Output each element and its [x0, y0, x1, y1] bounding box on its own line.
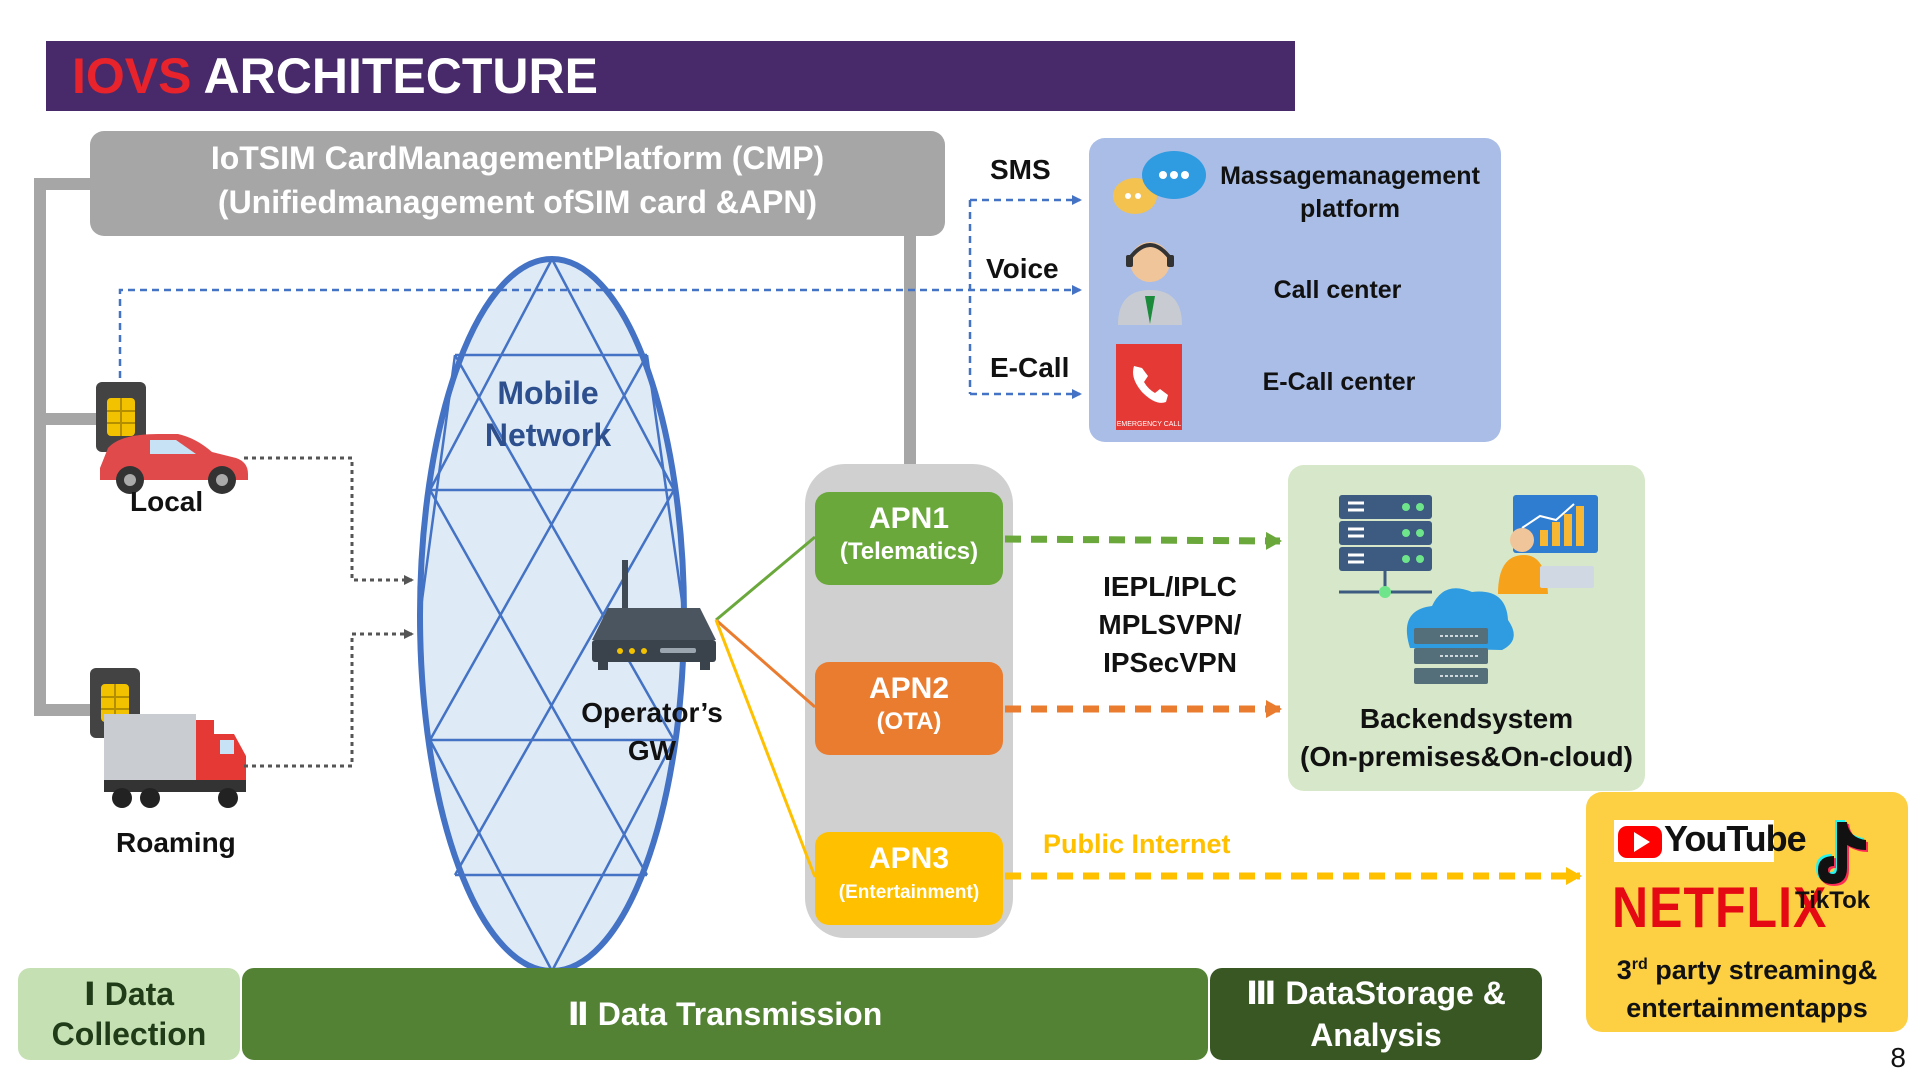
apps-caption-rest: party streaming& [1647, 955, 1878, 985]
backend-label: Backendsystem (On-premises&On-cloud) [1288, 700, 1645, 776]
signalling-lines [118, 195, 1082, 399]
mobile-network-line2: Network [484, 417, 612, 453]
message-platform-line2: platform [1300, 195, 1400, 223]
apn1-name: APN1 [868, 502, 950, 535]
backend-line1: Backendsystem [1359, 703, 1574, 734]
cloud-server-icon [1406, 588, 1514, 684]
stage-data-collection: Ⅰ Data Collection [18, 968, 240, 1060]
apn2-name: APN2 [868, 672, 950, 705]
title-rest: ARCHITECTURE [191, 48, 598, 104]
slide-title: IOVS ARCHITECTURE [72, 47, 598, 105]
car-sim-icon [96, 382, 248, 494]
stage3-word1: DataStorage & [1285, 975, 1506, 1011]
apn2-sub: (OTA) [876, 708, 942, 735]
title-bar: IOVS ARCHITECTURE [46, 41, 1295, 111]
local-label: Local [130, 486, 204, 517]
stage3-num: Ⅲ [1246, 975, 1277, 1011]
apn3-sub: (Entertainment) [838, 882, 980, 903]
tiktok-logo [1816, 820, 1868, 886]
apn3-box: APN3 (Entertainment) [815, 832, 1003, 925]
mobile-network-line1: Mobile [497, 375, 599, 411]
youtube-wordmark: YouTube [1664, 818, 1807, 859]
link-line1: IEPL/IPLC [1103, 571, 1237, 602]
call-center-label: Call center [1273, 276, 1402, 304]
operator-gw-line1: Operator’s [581, 697, 723, 728]
cmp-subtitle: (Unifiedmanagement ofSIM card &APN) [217, 184, 818, 220]
apps-caption-sup: rd [1631, 956, 1648, 973]
stage-data-transmission: Ⅱ Data Transmission [242, 968, 1208, 1060]
cmp-title: IoTSIM CardManagementPlatform (CMP) [210, 140, 825, 176]
apps-caption: 3rd party streaming& entertainmentapps [1586, 946, 1908, 1027]
server-rack-icon [1339, 495, 1432, 598]
message-platform-label: Massagemanagement platform [1210, 160, 1490, 226]
public-internet-label: Public Internet [1043, 829, 1231, 859]
router-icon [592, 560, 716, 670]
sms-label: SMS [990, 154, 1051, 185]
netflix-wordmark: NETFLIX [1612, 875, 1828, 940]
stage1-line1: Ⅰ Data [84, 974, 174, 1014]
stage1-line2: Collection [51, 1016, 207, 1052]
title-accent: IOVS [72, 48, 192, 104]
ecall-center-label: E-Call center [1262, 368, 1416, 396]
cmp-bracket [34, 178, 916, 716]
cmp-box [90, 131, 945, 236]
stage1-word1: Data [104, 976, 175, 1012]
device-connectors [244, 456, 414, 768]
apn1-box: APN1 (Telematics) [815, 492, 1003, 585]
stage2-label: Data Transmission [597, 995, 883, 1032]
voice-label: Voice [986, 253, 1059, 284]
apn3-name: APN3 [868, 842, 950, 875]
apn-arrows [1004, 531, 1582, 885]
call-center-agent-icon [1118, 242, 1182, 325]
emergency-caption: EMERGENCY CALL [1117, 421, 1182, 428]
service-platform-box [1089, 138, 1501, 442]
private-links-label: IEPL/IPLC MPLSVPN/ IPSecVPN [1050, 568, 1290, 682]
apps-caption-line2: entertainmentapps [1626, 993, 1868, 1023]
chat-bubbles-icon [1113, 151, 1206, 214]
emergency-call-icon: EMERGENCY CALL [1116, 344, 1182, 430]
youtube-logo [1614, 820, 1774, 862]
operator-gw-line2: GW [627, 735, 677, 766]
page-number: 8 [1890, 1042, 1906, 1073]
apps-caption-line1: 3rd party streaming& [1586, 946, 1908, 989]
apn2-box: APN2 (OTA) [815, 662, 1003, 755]
link-line3: IPSecVPN [1103, 647, 1237, 678]
roaming-label: Roaming [116, 827, 236, 858]
ecall-label: E-Call [990, 352, 1070, 383]
apps-caption-prefix: 3 [1616, 955, 1632, 985]
mobile-network-label: Mobile Network [448, 372, 648, 456]
message-platform-line1: Massagemanagement [1220, 162, 1480, 190]
link-line2: MPLSVPN/ [1098, 609, 1242, 640]
truck-sim-icon [90, 668, 246, 808]
stage2-num: Ⅱ [567, 996, 589, 1032]
stage3-line2: Analysis [1310, 1017, 1442, 1053]
backend-line2: (On-premises&On-cloud) [1300, 741, 1633, 772]
apn1-sub: (Telematics) [839, 538, 979, 565]
operator-gw-label: Operator’s GW [560, 694, 744, 770]
router-apn-lines [714, 535, 817, 878]
tiktok-wordmark: TikTok [1795, 887, 1871, 914]
analytics-dashboard-icon [1498, 495, 1598, 594]
stage-data-storage: Ⅲ DataStorage & Analysis [1210, 968, 1542, 1060]
stage3-line1: Ⅲ DataStorage & [1246, 972, 1506, 1014]
stage1-num: Ⅰ [83, 976, 96, 1012]
